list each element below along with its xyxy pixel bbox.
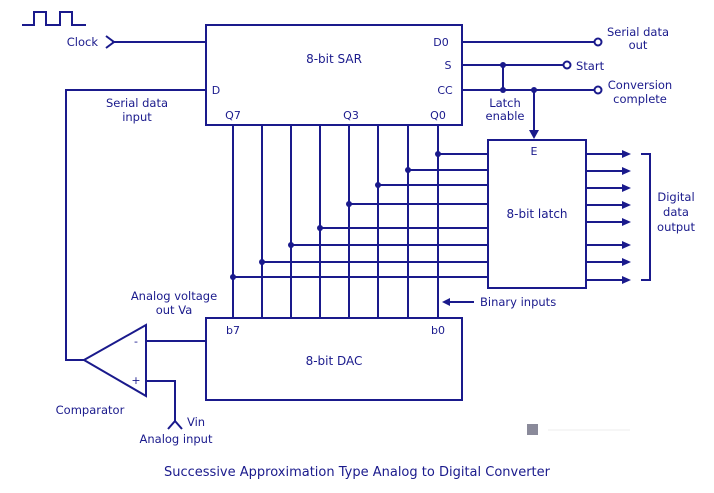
comparator-label: Comparator [56,403,125,417]
bus-junction-2 [288,242,294,248]
digital-output-arrows [586,150,631,284]
dac-block [205,317,463,401]
output-arrow-icon-1 [622,167,631,175]
serial-out-terminal-icon [593,37,603,47]
analog-v-label-2: out Va [156,303,193,317]
bus-junction-1 [259,259,265,265]
output-arrow-icon-3 [622,201,631,209]
cc-junction-1 [500,87,506,93]
digital-label-2: data [663,205,689,219]
latch-block [487,139,587,289]
bus-junction-7 [435,151,441,157]
comparator-symbol [81,323,147,398]
start-label: Start [576,59,605,73]
figure-caption: Successive Approximation Type Analog to … [164,465,551,480]
digital-label-1: Digital [657,190,694,204]
sar-pin-q0: Q0 [430,109,446,122]
clock-arrow-icon [105,35,116,49]
sar-block [205,24,463,126]
output-arrow-icon-4 [622,218,631,226]
output-bracket [641,153,651,281]
latch-title: 8-bit latch [506,207,567,221]
digital-label-3: output [657,220,695,234]
sar-pin-d: D [212,84,220,97]
output-arrow-icon-2 [622,184,631,192]
sar-title: 8-bit SAR [306,52,362,66]
vin-label: Vin [187,415,205,429]
latch-enable-label-1: Latch [489,96,521,110]
dac-pin-b7: b7 [226,324,240,337]
analog-input-label: Analog input [140,432,213,446]
output-arrow-icon-6 [622,258,631,266]
serial-in-label-2: input [122,110,152,124]
output-arrow-icon-7 [622,276,631,284]
clock-waveform-icon [22,11,86,26]
bus-junction-3 [317,225,323,231]
latch-enable-arrow-icon [529,130,539,139]
serial-out-label-2: out [629,38,648,52]
output-arrow-icon-0 [622,150,631,158]
vin-arrow-icon [167,419,183,430]
comparator-minus: - [134,335,138,348]
latch-pin-e: E [531,145,538,158]
sar-pin-cc: CC [437,84,453,97]
sar-pin-d0: D0 [433,36,448,49]
serial-in-label-1: Serial data [106,96,168,110]
binary-inputs-arrow-icon [442,298,450,306]
dac-pin-b0: b0 [431,324,445,337]
cc-label-2: complete [613,92,667,106]
bit-bus [230,125,488,318]
clock-label: Clock [67,35,99,49]
serial-out-label-1: Serial data [607,25,669,39]
bus-junction-5 [375,182,381,188]
sar-pin-q3: Q3 [343,109,359,122]
start-terminal-icon [562,60,572,70]
cc-terminal-icon [593,85,603,95]
watermark-square [527,424,538,435]
serial-input-wire [65,89,206,361]
latch-enable-label-2: enable [486,109,525,123]
dac-title: 8-bit DAC [306,354,363,368]
bus-junction-6 [405,167,411,173]
vin-wire [146,380,176,422]
comparator-plus: + [131,374,140,387]
bus-junction-4 [346,201,352,207]
cc-label-1: Conversion [608,78,672,92]
analog-v-label-1: Analog voltage [131,289,217,303]
output-arrow-icon-5 [622,241,631,249]
binary-inputs-label: Binary inputs [480,295,556,309]
sar-pin-q7: Q7 [225,109,241,122]
bus-junction-0 [230,274,236,280]
sar-pin-s: S [445,59,452,72]
